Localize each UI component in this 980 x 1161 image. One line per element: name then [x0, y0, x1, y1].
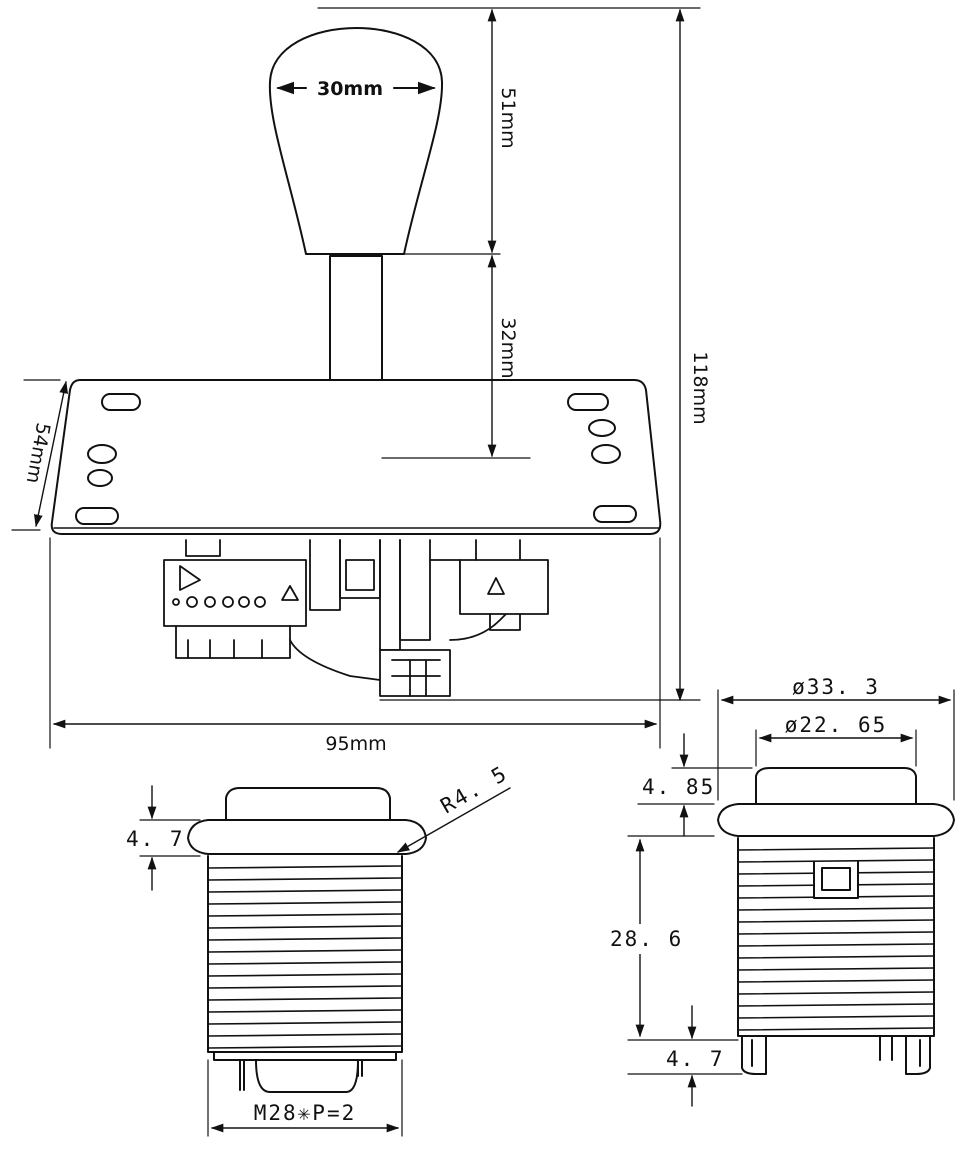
button-left-bezel-label: 4. 7 [126, 827, 185, 851]
mounting-plate [50, 379, 662, 535]
button-left-threads [207, 865, 403, 1049]
button-left-drawing: 4. 7 R4. 5 M28✳P=2 [126, 761, 512, 1137]
button-right-body [737, 837, 935, 1037]
ball-width-label: 30mm [317, 78, 383, 100]
button-right-cap-label: 4. 85 [642, 775, 715, 799]
button-right-body-label-text: 28. 6 [610, 927, 683, 951]
button-right-inner-diameter-label: ø22. 65 [785, 713, 888, 737]
ball-top [268, 27, 444, 255]
total-height-label: 118mm [689, 351, 711, 424]
ball-height-label: 51mm [497, 87, 519, 148]
button-left-thread-label: M28✳P=2 [254, 1101, 357, 1125]
button-right-outer-diameter-label: ø33. 3 [792, 675, 880, 699]
button-right-bezel [717, 803, 955, 837]
button-right-drawing: ø33. 3 ø22. 65 4. 85 28. 6 4. 7 [606, 675, 955, 1107]
button-left-cap [225, 787, 391, 821]
plate-width-label: 95mm [325, 733, 386, 755]
joystick-drawing: 30mm 51mm 32mm 118mm 54mm 95mm [11, 7, 711, 755]
button-left-body [207, 855, 403, 1053]
switch-assembly [163, 539, 549, 697]
button-left-radius-label: R4. 5 [437, 761, 512, 818]
shaft-height-label: 32mm [497, 317, 519, 378]
button-right-base-label: 4. 7 [666, 1047, 725, 1071]
button-right-cap [755, 767, 917, 805]
plate-height-label: 54mm [22, 421, 54, 485]
button-left-bezel [187, 819, 427, 855]
